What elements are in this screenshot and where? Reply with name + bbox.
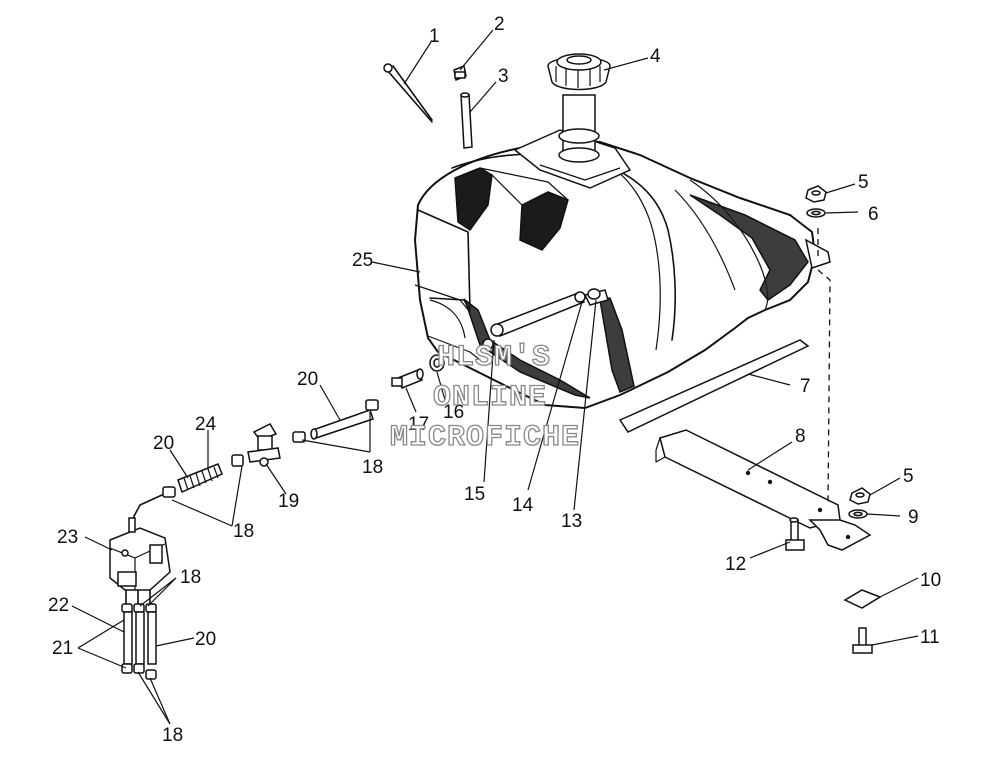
bolt-lower xyxy=(852,627,873,654)
nut-lower xyxy=(849,487,871,505)
callout-17: 17 xyxy=(408,414,429,435)
callout-19: 19 xyxy=(278,491,299,512)
clamp-d xyxy=(162,486,176,498)
callout-5-upper: 5 xyxy=(858,172,869,193)
callout-5-lower: 5 xyxy=(903,466,914,487)
clamp-a xyxy=(365,399,379,411)
watermark-line-1: HLSM'S xyxy=(437,341,551,375)
pipe-13 xyxy=(587,288,601,300)
check-valve xyxy=(453,64,467,82)
callout-11: 11 xyxy=(920,627,940,648)
callout-15: 15 xyxy=(464,484,485,505)
pipe-15 xyxy=(482,323,504,350)
callout-14: 14 xyxy=(512,495,534,516)
callout-12: 12 xyxy=(725,554,746,575)
callout-20-upper: 20 xyxy=(297,369,318,390)
callout-13: 13 xyxy=(561,511,582,532)
bracket xyxy=(655,429,872,551)
fuel-cap-assembly xyxy=(547,53,611,163)
callout-20-left: 20 xyxy=(153,433,174,454)
washer-upper xyxy=(806,208,826,218)
watermark-line-3: MICROFICHE xyxy=(390,421,580,455)
callout-7: 7 xyxy=(800,376,811,397)
callout-1: 1 xyxy=(429,26,440,47)
callout-25: 25 xyxy=(352,250,373,271)
grommet xyxy=(429,354,445,372)
pad xyxy=(843,589,882,609)
callout-20-lower: 20 xyxy=(195,629,216,650)
callout-23: 23 xyxy=(57,527,78,548)
callout-2: 2 xyxy=(494,14,505,35)
nut-upper xyxy=(805,185,827,203)
lower-hoses xyxy=(121,603,157,680)
callout-18-a: 18 xyxy=(362,457,383,478)
callout-18-c: 18 xyxy=(180,567,201,588)
callout-8: 8 xyxy=(795,426,806,447)
alignment-dashed-line xyxy=(817,228,831,506)
callout-labels: 1 2 3 4 5 6 7 8 5 9 10 11 12 13 14 15 16… xyxy=(48,14,941,746)
callout-10: 10 xyxy=(920,570,941,591)
callout-21: 21 xyxy=(52,638,73,659)
callout-18-b: 18 xyxy=(233,521,254,542)
watermark: HLSM'S ONLINE MICROFICHE xyxy=(389,340,580,455)
callout-6: 6 xyxy=(868,204,879,225)
callout-4: 4 xyxy=(650,46,661,67)
hose-left xyxy=(131,494,163,521)
spring-guard xyxy=(177,463,223,494)
callout-3: 3 xyxy=(498,66,509,87)
fuel-valve xyxy=(247,423,281,467)
strap xyxy=(618,339,810,433)
callout-9: 9 xyxy=(908,507,919,528)
callout-22: 22 xyxy=(48,595,69,616)
fuel-pump xyxy=(109,517,171,605)
fitting xyxy=(391,368,424,389)
bolt-bracket xyxy=(785,517,805,551)
clamp-c xyxy=(231,454,244,467)
hose-upper xyxy=(310,409,374,440)
callout-18-d: 18 xyxy=(162,725,183,746)
vent-tube xyxy=(460,92,473,149)
vent-line xyxy=(383,63,433,123)
callout-24: 24 xyxy=(195,414,217,435)
watermark-line-2: ONLINE xyxy=(433,381,547,415)
clamp-b xyxy=(292,431,306,443)
callout-16: 16 xyxy=(443,402,464,423)
leader-lines xyxy=(71,29,919,725)
washer-lower xyxy=(848,509,868,519)
